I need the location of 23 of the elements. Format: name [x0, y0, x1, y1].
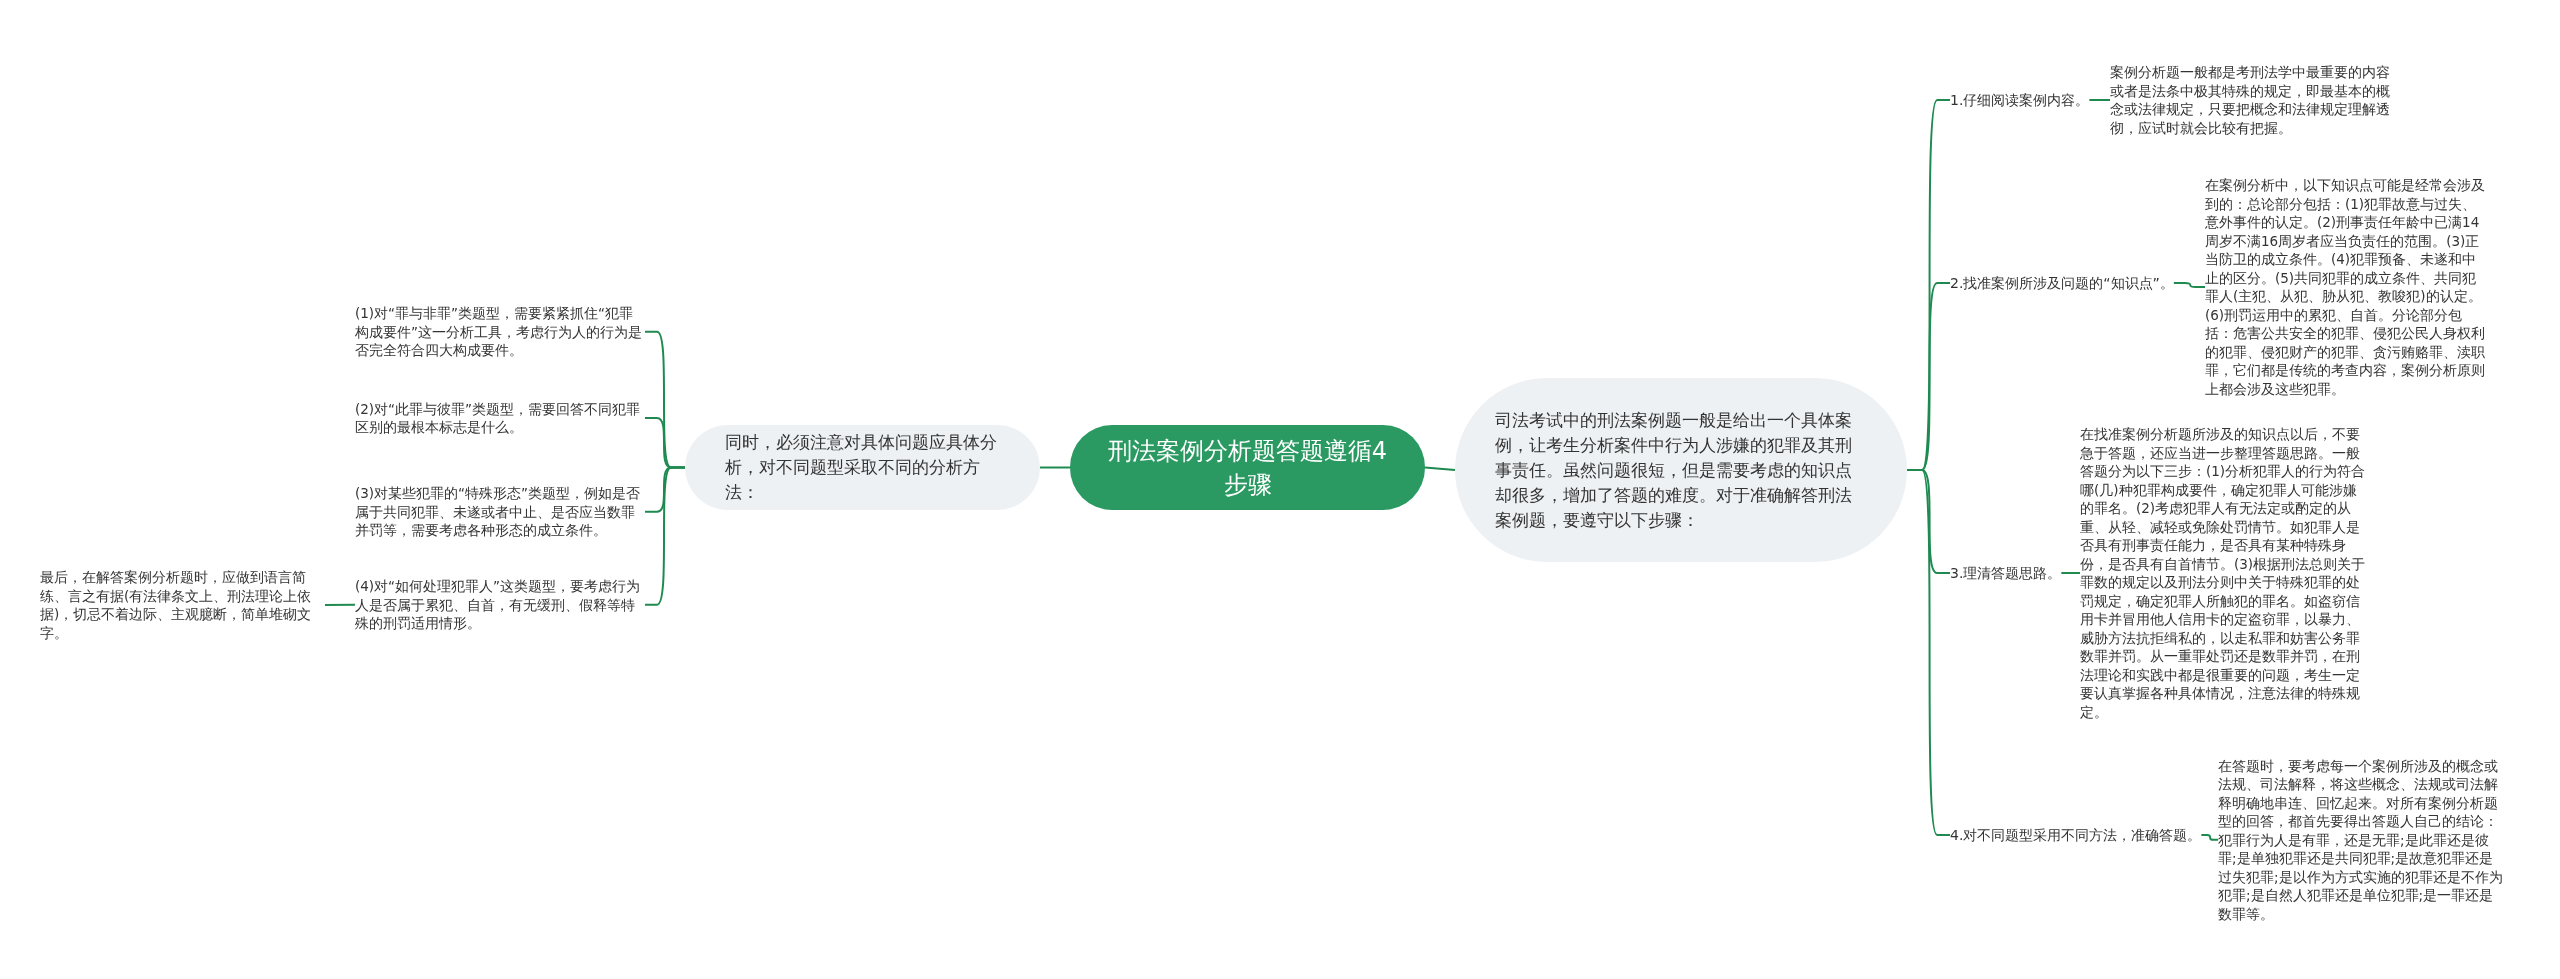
- branch-label: 1.仔细阅读案例内容。: [1950, 91, 2090, 109]
- connector-line: [324, 603, 356, 606]
- note-text: 在答题时，要考虑每一个案例所涉及的概念或法规、司法解释，将这些概念、法规或司法解释明确地串连、回忆起来。对所有案例分析题型的回答，都首先要得出答题人自己的结论：犯罪行为人是有罪，还是无罪;是此罪还是彼罪;是单独犯罪还是共同犯罪;是故意犯罪还是过失犯罪;是以作为方式实施的犯罪还是不作为犯罪;是自然人犯罪还是单位犯罪;是一罪还是数罪等。: [2218, 756, 2503, 923]
- connector-line: [2172, 282, 2206, 288]
- note-text: (3)对某些犯罪的“特殊形态”类题型，例如是否属于共同犯罪、未遂或者中止、是否应当数罪并罚等，需要考虑各种形态的成立条件。: [355, 484, 645, 540]
- connector-line: [2200, 834, 2219, 841]
- topic-box: 刑法案例分析题答题遵循4步骤: [1070, 425, 1425, 510]
- connector-line: [2088, 99, 2111, 101]
- note-text: (1)对“罪与非罪”类题型，需要紧紧抓住“犯罪构成要件”这一分析工具，考虑行为人的行为是否完全符合四大构成要件。: [355, 304, 645, 360]
- note-text: 案例分析题一般都是考刑法学中最重要的内容或者是法条中极其特殊的规定，即最基本的概念或法律规定，只要把概念和法律规定理解透彻，应试时就会比较有把握。: [2110, 63, 2398, 137]
- note-text: 在案例分析中，以下知识点可能是经常会涉及到的：总论部分包括：(1)犯罪故意与过失、意外事件的认定。(2)刑事责任年龄中已满14周岁不满16周岁者应当负责任的范围。(3)正当防卫的成立条件。(4)犯罪预备、未遂和中止的区分。(5)共同犯罪的成立条件、共同犯罪人(主犯、从犯、胁从犯、教唆犯)的认定。(6)刑罚运用中的累犯、自首。分论部分包括：危害公共安全的犯罪、侵犯公民人身权利的犯罪、侵犯财产的犯罪、贪污贿赂罪、渎职罪，它们都是传统的考查内容，案例分析原则上都会涉及这些犯罪。: [2205, 176, 2490, 398]
- note-text: (4)对“如何处理犯罪人”这类题型，要考虑行为人是否属于累犯、自首，有无缓刑、假释等特殊的刑罚适用情形。: [355, 577, 645, 633]
- branch-label: 3.理清答题思路。: [1950, 564, 2062, 582]
- subtopic-bubble: 同时，必须注意对具体问题应具体分析，对不同题型采取不同的分析方法：: [685, 425, 1040, 510]
- connector-line: [1424, 466, 1456, 471]
- connector-line: [2060, 572, 2081, 574]
- note-text: (2)对“此罪与彼罪”类题型，需要回答不同犯罪区别的最根本标志是什么。: [355, 399, 645, 437]
- branch-label: 4.对不同题型采用不同方法，准确答题。: [1950, 826, 2202, 844]
- note-text: 在找准案例分析题所涉及的知识点以后，不要急于答题，还应当进一步整理答题思路。一般答题分为以下三步：(1)分析犯罪人的行为符合哪(几)种犯罪构成要件，确定犯罪人可能涉嫌的罪名。(2)考虑犯罪人有无法定或酌定的从重、从轻、减轻或免除处罚情节。如犯罪人是否具有刑事责任能力，是否具有某种特殊身份，是否具有自首情节。(3)根据刑法总则关于罪数的规定以及刑法分则中关于特殊犯罪的处罚规定，确定犯罪人所触犯的罪名。如盗窃信用卡并冒用他人信用卡的定盗窃罪，以暴力、威胁方法抗拒缉私的，以走私罪和妨害公务罪数罪并罚。从一重罪处罚还是数罪并罚，在刑法理论和实践中都是很重要的问题，考生一定要认真掌握各种具体情况，注意法律的特殊规定。: [2080, 425, 2370, 721]
- connector-line: [1039, 466, 1071, 469]
- subtopic-bubble: 司法考试中的刑法案例题一般是给出一个具体案例，让考生分析案件中行为人涉嫌的犯罪及其刑事责任。虽然问题很短，但是需要考虑的知识点却很多，增加了答题的难度。对于准确解答刑法案例题，要遵守以下步骤：: [1455, 378, 1907, 562]
- note-text: 最后，在解答案例分析题时，应做到语言简练、言之有据(有法律条文上、刑法理论上依据)，切忌不着边际、主观臆断，简单堆砌文字。: [40, 568, 325, 642]
- branch-label: 2.找准案例所涉及问题的“知识点”。: [1950, 274, 2174, 292]
